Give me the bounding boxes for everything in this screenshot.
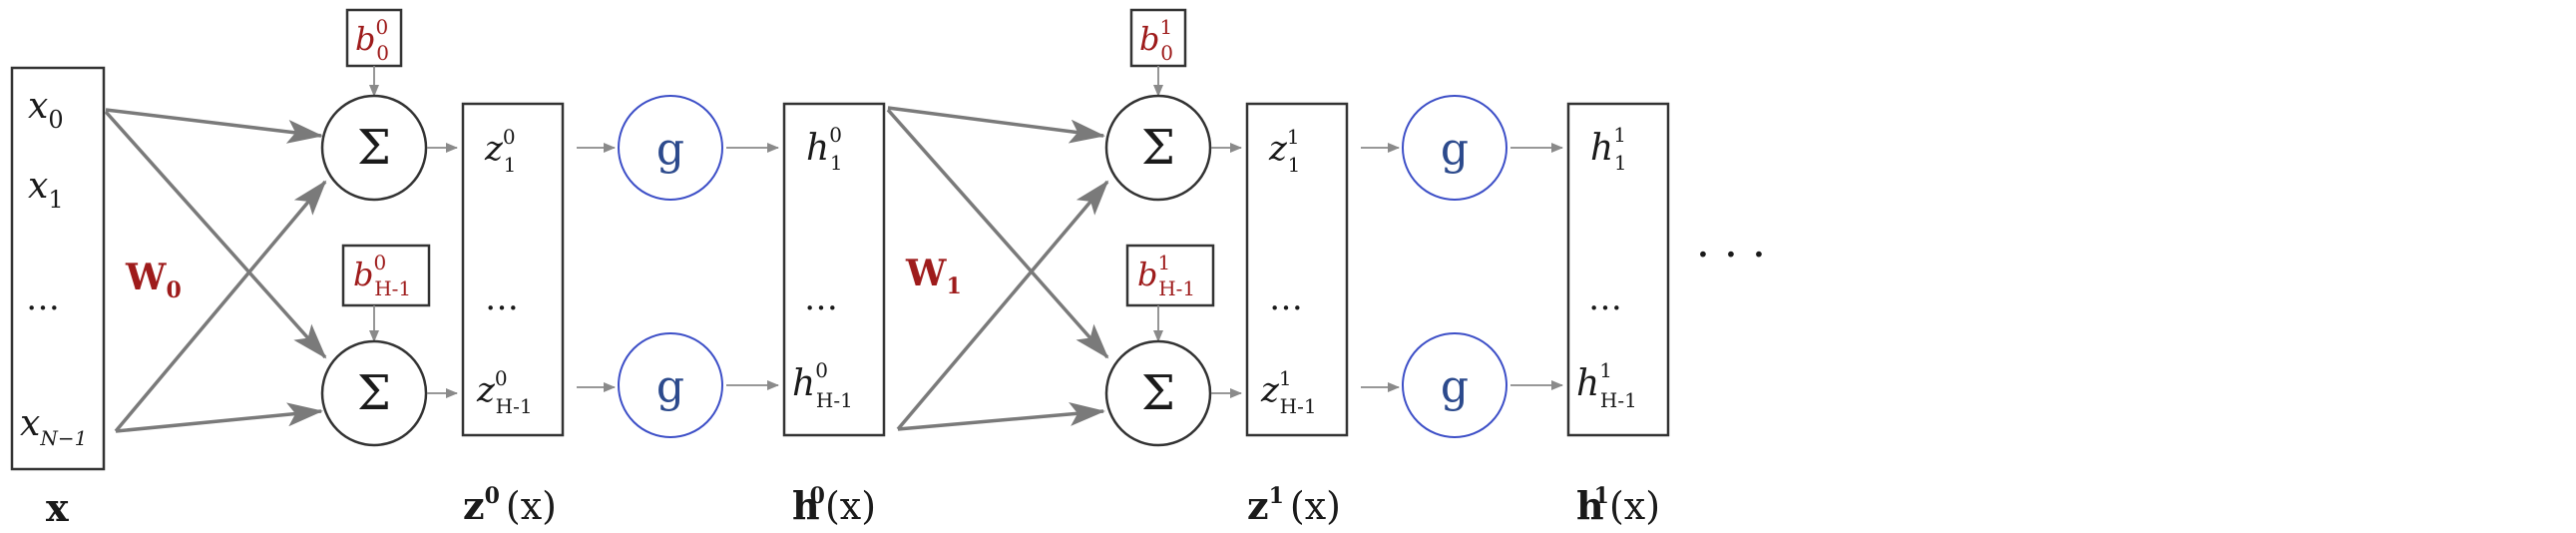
bias-box-bottom (341, 244, 431, 307)
z-dots: … (1269, 278, 1303, 318)
input-vector-box (10, 66, 106, 471)
sum-node-top (320, 94, 428, 202)
input-vector: x0 x1 … xN−1 x (10, 66, 106, 530)
bias-box-bottom (1125, 244, 1215, 307)
sum-node-top (1104, 94, 1212, 202)
activation-node-top (1402, 95, 1507, 201)
input-dots: … (26, 278, 60, 318)
activation-node-top (618, 95, 723, 201)
bias-box-top (345, 8, 403, 68)
sum-node-bottom (320, 339, 428, 447)
sum-symbol: Σ (357, 120, 391, 176)
weight-label-W1: W1 (905, 253, 962, 299)
weight-arrow (886, 108, 1109, 359)
input-label: x (46, 485, 69, 530)
weight-arrow (897, 402, 1105, 431)
continuation-dots: · · · (1696, 230, 1766, 280)
z-label: z0(x) (463, 483, 557, 528)
h-vector-box (782, 102, 886, 437)
activation-node-bottom (618, 332, 723, 438)
weight-arrow (114, 180, 327, 433)
sum-symbol: Σ (357, 365, 391, 421)
activation-symbol: g (656, 361, 684, 412)
sum-symbol: Σ (1141, 365, 1175, 421)
z-label: z1(x) (1247, 483, 1341, 528)
h-dots: … (1588, 278, 1622, 318)
weight-arrow (104, 110, 327, 359)
weight-arrow (105, 108, 323, 144)
input-xN-1: xN−1 (20, 403, 87, 450)
activation-symbol: g (656, 124, 684, 175)
weight-arrow (896, 180, 1109, 431)
activation-symbol: g (1441, 361, 1469, 412)
input-x0: x0 (28, 86, 64, 134)
input-x1: x1 (28, 166, 64, 214)
weight-arrow (887, 106, 1105, 144)
sum-symbol: Σ (1141, 120, 1175, 176)
h-vector-box (1566, 102, 1670, 437)
h-label: h0(x) (792, 483, 876, 528)
z-vector-box (461, 102, 565, 437)
sum-node-bottom (1104, 339, 1212, 447)
h-dots: … (804, 278, 838, 318)
h-label: h1(x) (1576, 483, 1660, 528)
z-dots: … (485, 278, 519, 318)
z-vector-box (1245, 102, 1349, 437)
weight-label-W0: W0 (125, 257, 182, 303)
bias-box-top (1129, 8, 1187, 68)
activation-symbol: g (1441, 124, 1469, 175)
weight-arrow (115, 402, 323, 433)
activation-node-bottom (1402, 332, 1507, 438)
